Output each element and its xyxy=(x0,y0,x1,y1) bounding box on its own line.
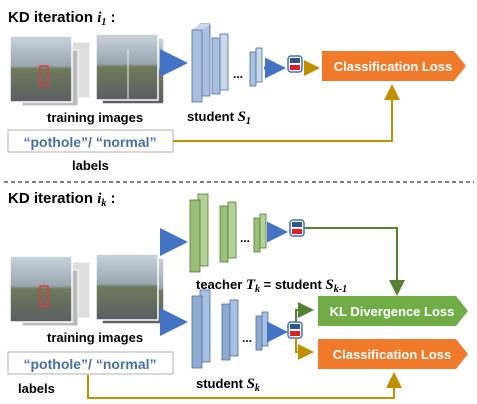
section-iteration-1: KD iteration i1 : training images ... xyxy=(7,9,466,173)
teacher-label: teacher Tk = student Sk-1 xyxy=(196,277,347,295)
ellipsis-1: ... xyxy=(233,67,243,81)
iteration-k-title: KD iteration ik : xyxy=(8,190,116,209)
classification-loss-k: Classification Loss xyxy=(318,339,468,369)
classification-loss-label-1: Classification Loss xyxy=(334,59,452,74)
labels-text-1: “pothole”/ “normal” xyxy=(24,134,157,150)
arrow-teacher-to-kl xyxy=(304,227,405,296)
training-images-1 xyxy=(9,33,165,107)
labels-box-1: “pothole”/ “normal” xyxy=(7,129,174,153)
ellipsis-student-k: ... xyxy=(242,331,252,345)
arrow-labels-to-loss-1 xyxy=(173,84,400,142)
training-images-label-1: training images xyxy=(47,110,143,125)
teacher-output-vector xyxy=(289,219,305,237)
kl-loss-label: KL Divergence Loss xyxy=(330,304,455,319)
arrow-labels-to-loss-k xyxy=(87,372,402,399)
iteration-1-title: KD iteration i1 : xyxy=(8,9,116,28)
student-k-output-vector xyxy=(287,321,303,339)
classification-loss-label-k: Classification Loss xyxy=(333,347,451,362)
teacher-network: ... xyxy=(189,193,267,273)
section-iteration-k: KD iteration ik : ... teacher Tk = stude… xyxy=(7,190,468,399)
training-images-label-k: training images xyxy=(47,330,143,345)
student-network-k: ... xyxy=(191,289,269,369)
labels-box-k: “pothole”/ “normal” xyxy=(7,351,174,375)
labels-caption-k: labels xyxy=(18,381,55,396)
labels-text-k: “pothole”/ “normal” xyxy=(24,356,157,372)
kl-divergence-loss: KL Divergence Loss xyxy=(318,296,468,326)
arrow-student-k-to-cls xyxy=(295,338,314,360)
student-network-1: ... xyxy=(191,23,263,103)
ellipsis-teacher: ... xyxy=(240,231,250,245)
student-label-1: student S1 xyxy=(187,109,251,127)
arrow-student-k-to-kl xyxy=(295,302,314,322)
classification-loss-1: Classification Loss xyxy=(322,51,466,81)
training-images-k xyxy=(9,253,165,327)
output-vector-1 xyxy=(287,55,303,73)
student-label-k: student Sk xyxy=(196,376,260,394)
labels-caption-1: labels xyxy=(72,158,109,173)
